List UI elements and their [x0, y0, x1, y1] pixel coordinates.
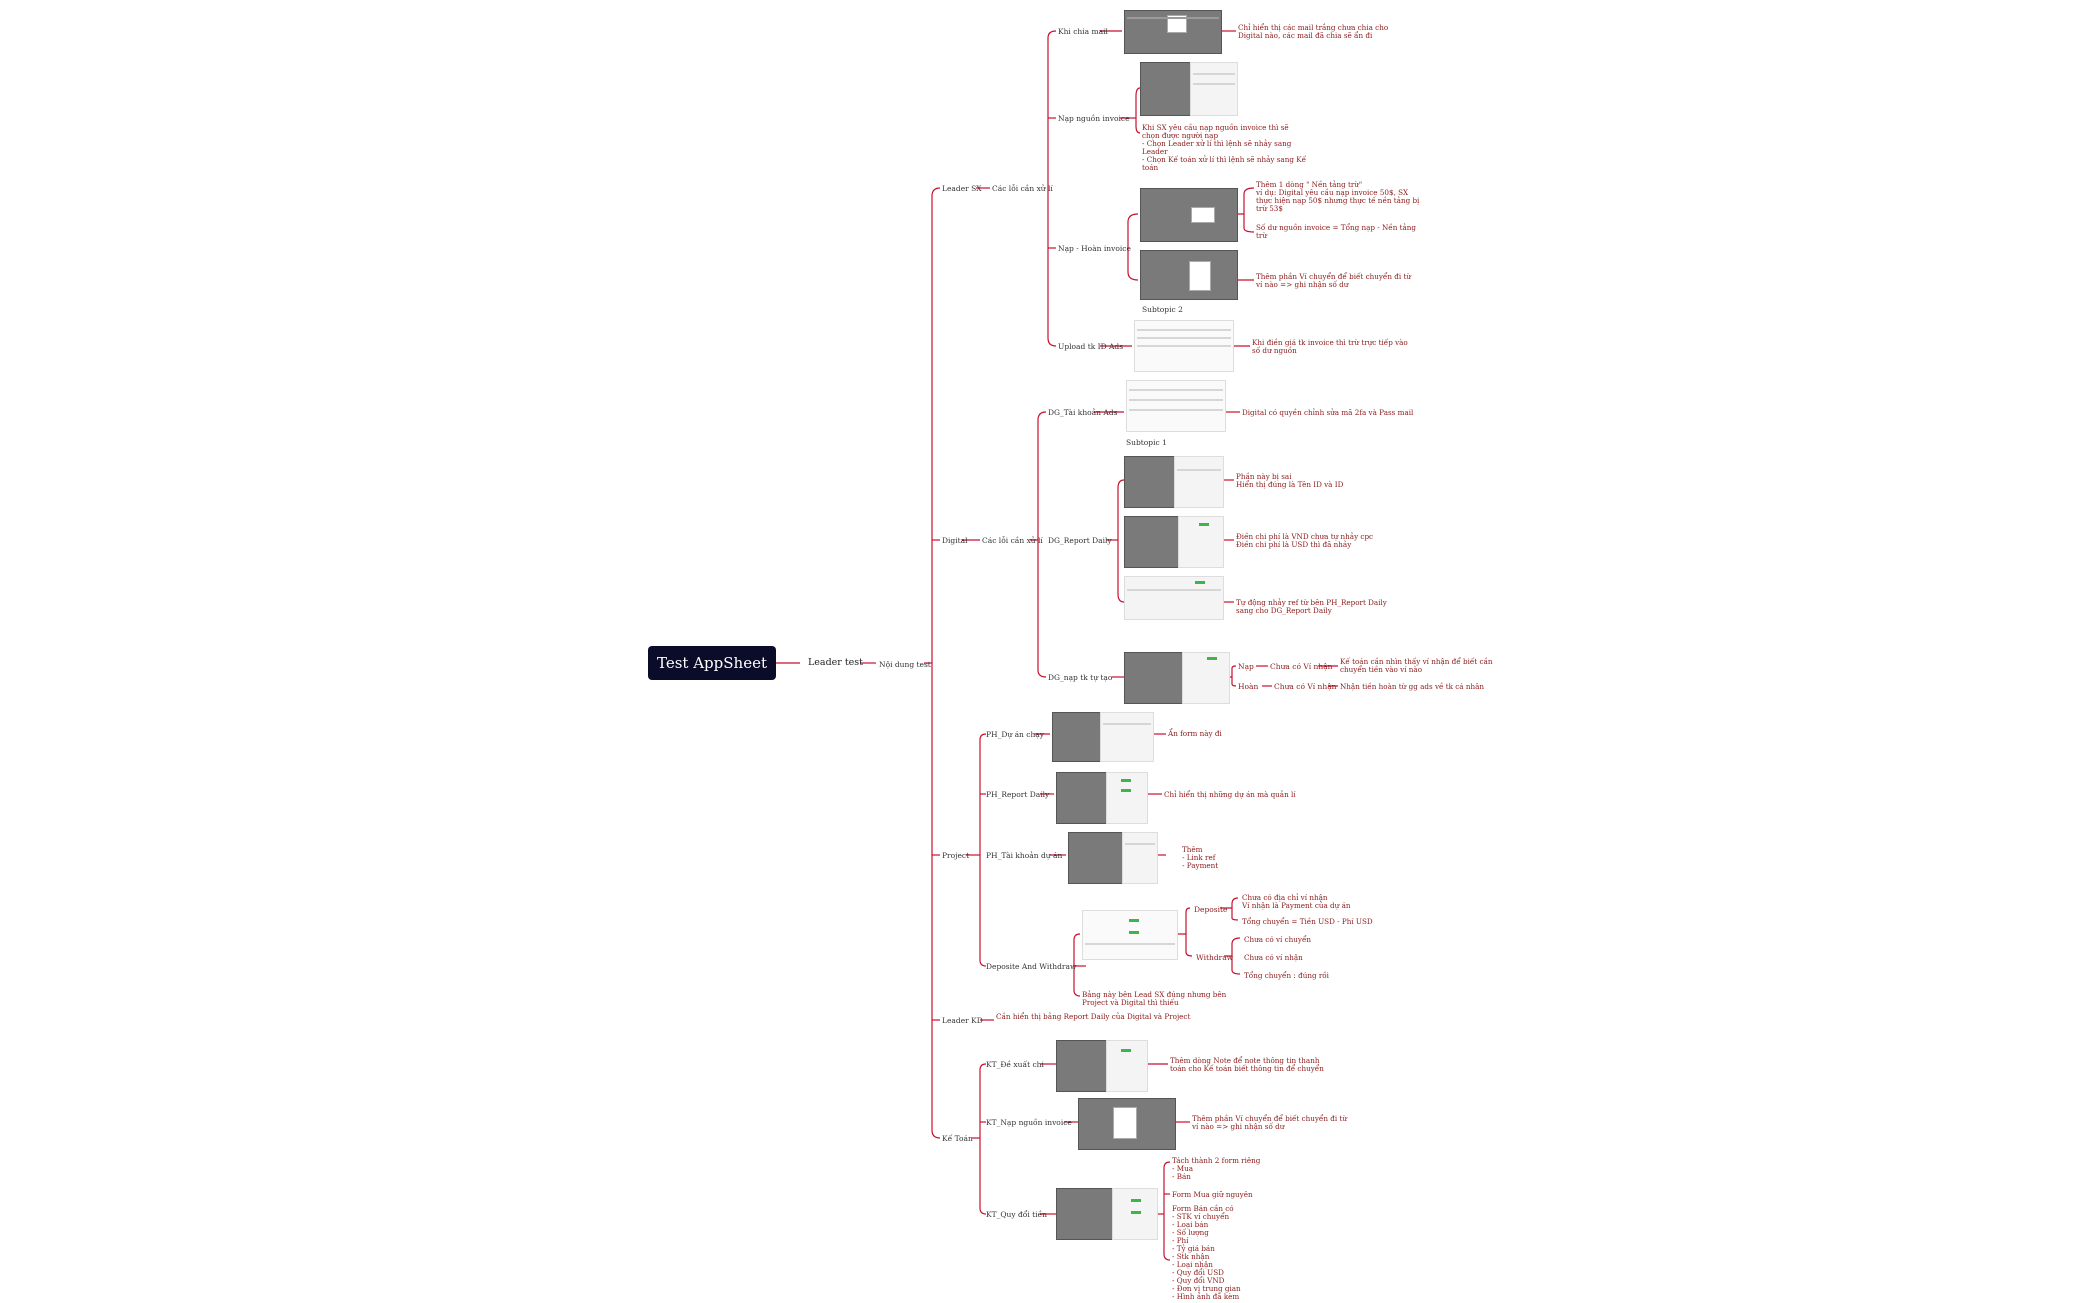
- screenshot-thumbnail: [1106, 1040, 1148, 1092]
- note-khi-chia-mail: Chỉ hiển thị các mail trắng chưa chia ch…: [1238, 23, 1389, 40]
- note-kt-de-xuat: Thêm dòng Note để note thông tin thanh t…: [1170, 1056, 1324, 1073]
- topic-nap-chua-co-vi[interactable]: Chưa có Ví nhận: [1270, 662, 1333, 671]
- note-ph-tai-khoan: Thêm - Link ref - Payment: [1182, 845, 1219, 870]
- note-dg-tai-khoan: Digital có quyền chỉnh sửa mã 2fa và Pas…: [1242, 408, 1414, 417]
- note-nap-hoan-3: Thêm phần Ví chuyển để biết chuyển đi từ…: [1256, 272, 1411, 289]
- note-dg-report-3: Tự động nhảy ref từ bên PH_Report Daily …: [1236, 598, 1387, 615]
- screenshot-thumbnail: [1122, 832, 1158, 884]
- note-dg-report-1: Phần này bị sai Hiển thị đúng là Tên ID …: [1236, 472, 1344, 489]
- note-hoan: Nhận tiền hoàn từ gg ads về tk cá nhân: [1340, 682, 1485, 691]
- screenshot-thumbnail: [1134, 320, 1234, 372]
- topic-ph-report-daily[interactable]: PH_Report Daily: [986, 790, 1050, 799]
- screenshot-thumbnail: [1140, 188, 1238, 242]
- note-nap: Kế toán cần nhìn thấy ví nhận để biết cầ…: [1340, 657, 1493, 674]
- topic-cac-loi-can-xu-li[interactable]: Các lỗi cần xử lí: [992, 184, 1053, 193]
- topic-nap-nguon-invoice[interactable]: Nạp nguồn invoice: [1058, 114, 1130, 123]
- screenshot-thumbnail: [1178, 516, 1224, 568]
- screenshot-thumbnail: [1106, 772, 1148, 824]
- topic-nap[interactable]: Nạp: [1238, 662, 1254, 671]
- topic-noi-dung-test[interactable]: Nội dung test: [879, 660, 931, 669]
- screenshot-thumbnail: [1124, 10, 1222, 54]
- topic-nap-hoan-invoice[interactable]: Nạp - Hoàn invoice: [1058, 244, 1131, 253]
- topic-ph-tai-khoan-du-an[interactable]: PH_Tài khoản dự án: [986, 851, 1063, 860]
- screenshot-thumbnail: [1124, 576, 1224, 620]
- screenshot-thumbnail: [1056, 1188, 1114, 1240]
- topic-leader-kd[interactable]: Leader KD: [942, 1016, 983, 1025]
- screenshot-thumbnail: [1056, 772, 1108, 824]
- topic-hoan[interactable]: Hoàn: [1238, 682, 1259, 691]
- topic-dg-nap-tk-tu-tao[interactable]: DG_nạp tk tự tạo: [1048, 673, 1113, 682]
- topic-leader-test[interactable]: Leader test: [808, 657, 863, 668]
- note-nap-hoan-1: Thêm 1 dòng " Nền tảng trừ" ví dụ: Digit…: [1256, 180, 1420, 213]
- topic-leader-sx[interactable]: Leader SX: [942, 184, 982, 193]
- topic-deposite-and-withdraw[interactable]: Deposite And Withdraw: [986, 962, 1077, 971]
- topic-withdraw[interactable]: Withdraw: [1196, 953, 1234, 962]
- topic-kt-nap-nguon-invoice[interactable]: KT_Nạp nguồn invoice: [986, 1118, 1072, 1127]
- note-deposit-bottom: Bảng này bên Lead SX đúng nhưng bên Proj…: [1082, 990, 1227, 1007]
- topic-kt-quy-doi-tien[interactable]: KT_Quy đổi tiền: [986, 1210, 1047, 1219]
- screenshot-thumbnail: [1182, 652, 1230, 704]
- screenshot-thumbnail: [1140, 62, 1192, 116]
- subtopic-2[interactable]: Subtopic 2: [1142, 305, 1183, 314]
- screenshot-thumbnail: [1140, 250, 1238, 300]
- note-deposite-2: Tổng chuyển = Tiền USD - Phí USD: [1242, 917, 1373, 926]
- note-withdraw-3: Tổng chuyển : đúng rồi: [1244, 971, 1329, 980]
- screenshot-thumbnail: [1056, 1040, 1108, 1092]
- topic-digital[interactable]: Digital: [942, 536, 968, 545]
- topic-kt-de-xuat-chi[interactable]: KT_Đề xuất chi: [986, 1060, 1044, 1069]
- topic-dg-report-daily[interactable]: DG_Report Daily: [1048, 536, 1112, 545]
- screenshot-thumbnail: [1126, 380, 1226, 432]
- screenshot-thumbnail: [1082, 910, 1178, 960]
- screenshot-thumbnail: [1124, 456, 1176, 508]
- subtopic-1[interactable]: Subtopic 1: [1126, 438, 1167, 447]
- note-kt-quy-doi-3: Form Bán cần có - STK ví chuyển - Loại b…: [1172, 1204, 1241, 1301]
- note-upload: Khi điền giá tk invoice thì trừ trực tiế…: [1252, 338, 1408, 355]
- screenshot-thumbnail: [1112, 1188, 1158, 1240]
- topic-ke-toan[interactable]: Kế Toán: [942, 1134, 973, 1143]
- screenshot-thumbnail: [1174, 456, 1224, 508]
- screenshot-thumbnail: [1190, 62, 1238, 116]
- note-ph-report: Chỉ hiển thị những dự án mà quản lí: [1164, 790, 1296, 799]
- note-dg-report-2: Điền chi phí là VND chưa tự nhảy cpc Điề…: [1236, 532, 1374, 549]
- topic-upload-tk-id-ads[interactable]: Upload tk ID Ads: [1058, 342, 1124, 351]
- note-withdraw-1: Chưa có ví chuyển: [1244, 935, 1312, 944]
- note-kt-nap-nguon: Thêm phần Ví chuyển để biết chuyển đi từ…: [1192, 1114, 1347, 1131]
- note-kt-quy-doi-1: Tách thành 2 form riêng - Mua - Bán: [1172, 1156, 1261, 1181]
- topic-dg-tai-khoan-ads[interactable]: DG_Tài khoản Ads: [1048, 408, 1118, 417]
- screenshot-thumbnail: [1124, 516, 1180, 568]
- screenshot-thumbnail: [1124, 652, 1184, 704]
- note-nap-nguon-invoice: Khi SX yêu cầu nạp nguồn invoice thì sẽ …: [1142, 123, 1307, 172]
- topic-cac-loi-can-xu-li-digital[interactable]: Các lỗi cần xử lí: [982, 536, 1043, 545]
- topic-hoan-chua-co-vi[interactable]: Chưa có Ví nhận: [1274, 682, 1337, 691]
- screenshot-thumbnail: [1078, 1098, 1176, 1150]
- note-deposite-1: Chưa có địa chỉ ví nhận Ví nhận là Payme…: [1242, 893, 1351, 910]
- note-leader-kd: Cần hiển thị bảng Report Daily của Digit…: [996, 1012, 1191, 1021]
- topic-deposite[interactable]: Deposite: [1194, 905, 1228, 914]
- topic-khi-chia-mail[interactable]: Khi chia mail: [1058, 27, 1108, 36]
- root-topic[interactable]: Test AppSheet: [648, 646, 776, 680]
- screenshot-thumbnail: [1068, 832, 1124, 884]
- note-nap-hoan-2: Số dư nguồn invoice = Tổng nạp - Nền tản…: [1256, 223, 1417, 240]
- note-kt-quy-doi-2: Form Mua giữ nguyên: [1172, 1190, 1253, 1199]
- root-title: Test AppSheet: [657, 654, 767, 672]
- note-ph-du-an-chay: Ẩn form này đi: [1168, 729, 1222, 738]
- topic-project[interactable]: Project: [942, 851, 970, 860]
- topic-ph-du-an-chay[interactable]: PH_Dự án chạy: [986, 730, 1044, 739]
- screenshot-thumbnail: [1052, 712, 1102, 762]
- note-withdraw-2: Chưa có ví nhận: [1244, 953, 1303, 962]
- screenshot-thumbnail: [1100, 712, 1154, 762]
